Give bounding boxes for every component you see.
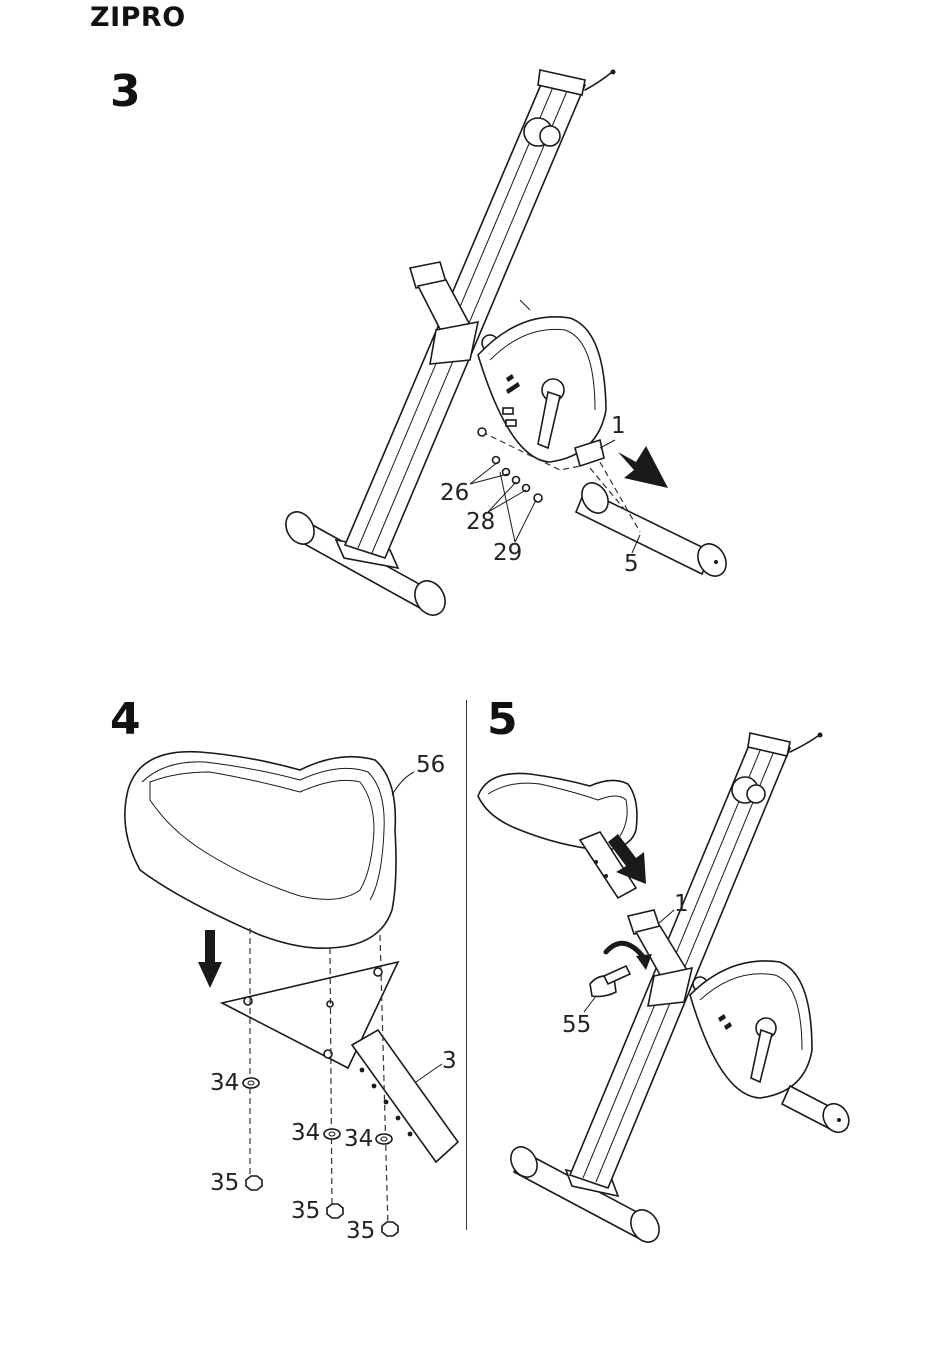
part-label-55: 55 <box>562 1014 591 1037</box>
part-label-1-step5: 1 <box>674 893 689 916</box>
